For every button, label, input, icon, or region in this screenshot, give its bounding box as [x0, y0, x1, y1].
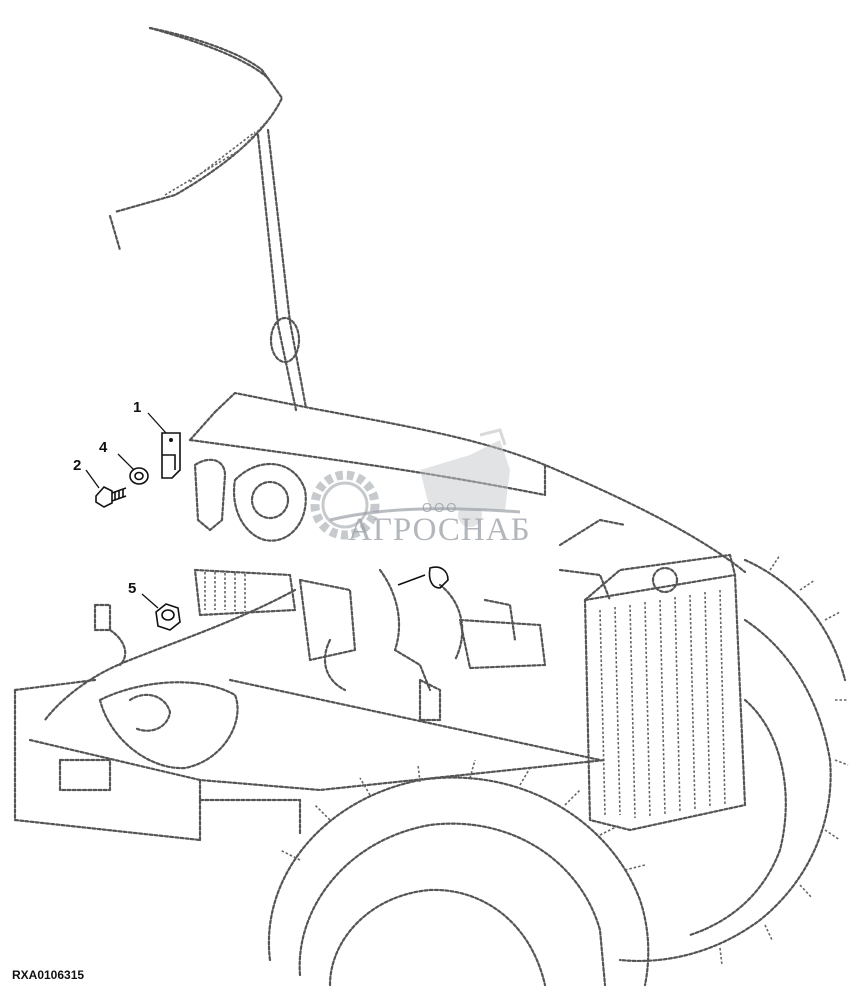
bolt-part-2: [85, 469, 127, 508]
bracket-part-1: [147, 412, 181, 479]
rear-tire: [618, 554, 849, 966]
watermark-prefix: ООО: [422, 500, 458, 515]
wiring-harness: [43, 588, 297, 770]
canopy-roof: [108, 26, 284, 252]
engine-components: [193, 458, 627, 722]
figure-code: RXA0106315: [12, 968, 84, 982]
callout-2: 2: [73, 457, 81, 474]
washer-part-4: [117, 453, 149, 485]
nut-part-5: [141, 593, 181, 631]
watermark-name: АГРОСНАБ: [348, 512, 531, 548]
front-tire: [267, 759, 650, 987]
watermark-logo: ООО АГРОСНАБ: [310, 428, 531, 548]
radiator-battery: [583, 553, 747, 832]
callout-1: 1: [133, 399, 141, 416]
callout-4: 4: [99, 439, 108, 456]
combine-harvester-icon: [420, 428, 510, 527]
callout-5: 5: [128, 580, 136, 597]
chassis-frame: [13, 678, 607, 842]
clip-fastener: [397, 566, 449, 589]
rops-post: [256, 128, 308, 412]
